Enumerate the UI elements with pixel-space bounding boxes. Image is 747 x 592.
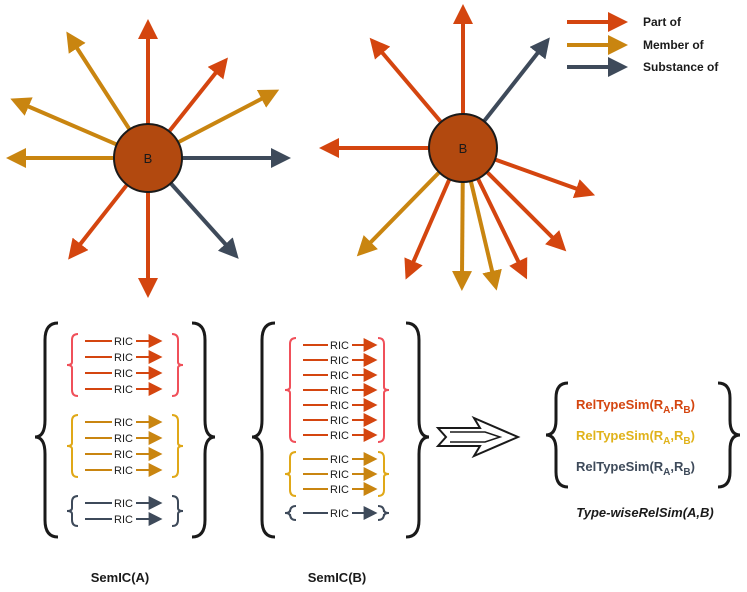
ric-label: RIC xyxy=(114,514,133,526)
part-group-left-brace xyxy=(66,333,79,397)
legend-label: Member of xyxy=(643,38,705,52)
legend-label: Substance of xyxy=(643,60,719,74)
ric-label: RIC xyxy=(330,508,349,520)
legend-label: Part of xyxy=(643,15,682,29)
transform-arrow-icon xyxy=(435,415,521,459)
member-group-left-brace xyxy=(66,414,79,478)
ric-label: RIC xyxy=(114,449,133,461)
semic-b-title: SemIC(B) xyxy=(308,570,367,585)
legend: Part of Member of Substance of xyxy=(567,12,719,77)
ric-label: RIC xyxy=(330,370,349,382)
ric-label: RIC xyxy=(330,430,349,442)
outer-left-brace xyxy=(34,321,59,539)
semic-a-title: SemIC(A) xyxy=(91,570,150,585)
rel-type-sim-part: RelTypeSim(RA,RB) xyxy=(576,397,695,416)
ric-label: RIC xyxy=(114,336,133,348)
semic-a-block: RIC RIC RIC RIC RIC RIC RIC RIC RIC RIC SemIC(A) xyxy=(34,321,216,585)
ric-label: RIC xyxy=(330,355,349,367)
substance-group-right-brace xyxy=(171,495,184,527)
ric-label: RIC xyxy=(330,340,349,352)
ric-label: RIC xyxy=(330,484,349,496)
ric-label: RIC xyxy=(114,433,133,445)
ric-label: RIC xyxy=(330,454,349,466)
outer-left-brace xyxy=(251,321,276,539)
ric-label: RIC xyxy=(114,352,133,364)
rel-left-brace xyxy=(545,381,569,489)
node-label: B xyxy=(144,151,153,166)
left-star: B xyxy=(6,19,291,298)
node-b-left xyxy=(113,123,183,193)
member-group-right-brace xyxy=(377,451,390,497)
rel-type-sim-member: RelTypeSim(RA,RB) xyxy=(576,428,695,447)
ric-label: RIC xyxy=(330,415,349,427)
right-star: B xyxy=(319,4,596,291)
part-group-left-brace xyxy=(284,337,297,443)
ric-label: RIC xyxy=(114,465,133,477)
ric-label: RIC xyxy=(114,384,133,396)
ric-label: RIC xyxy=(114,498,133,510)
substance-group-left-brace xyxy=(66,495,79,527)
member-group-left-brace xyxy=(284,451,297,497)
rel-right-brace xyxy=(717,381,741,489)
substance-group-right-brace xyxy=(377,505,390,521)
node-label: B xyxy=(459,141,468,156)
part-group-right-brace xyxy=(171,333,184,397)
type-wise-rel-sim-caption: Type-wiseRelSim(A,B) xyxy=(576,505,714,520)
part-group-right-brace xyxy=(377,337,390,443)
substance-group-left-brace xyxy=(284,505,297,521)
member-group-right-brace xyxy=(171,414,184,478)
semic-b-block: RIC RIC RIC RIC RIC RIC RIC RIC RIC RIC RIC SemIC(… xyxy=(251,321,430,585)
transform-arrow-inner-line xyxy=(450,431,503,443)
ric-label: RIC xyxy=(330,469,349,481)
rel-type-sim-substance: RelTypeSim(RA,RB) xyxy=(576,459,695,478)
ric-label: RIC xyxy=(330,385,349,397)
outer-right-brace xyxy=(191,321,216,539)
node-b-right xyxy=(428,113,498,183)
legend-item-member-of: Member of xyxy=(567,35,705,55)
ric-label: RIC xyxy=(114,368,133,380)
ric-label: RIC xyxy=(114,417,133,429)
rel-type-sim-block: RelTypeSim(RA,RB) RelTypeSim(RA,RB) RelT… xyxy=(545,381,741,520)
legend-item-substance-of: Substance of xyxy=(567,57,719,77)
legend-item-part-of: Part of xyxy=(567,12,682,32)
outer-right-brace xyxy=(405,321,430,539)
ric-label: RIC xyxy=(330,400,349,412)
